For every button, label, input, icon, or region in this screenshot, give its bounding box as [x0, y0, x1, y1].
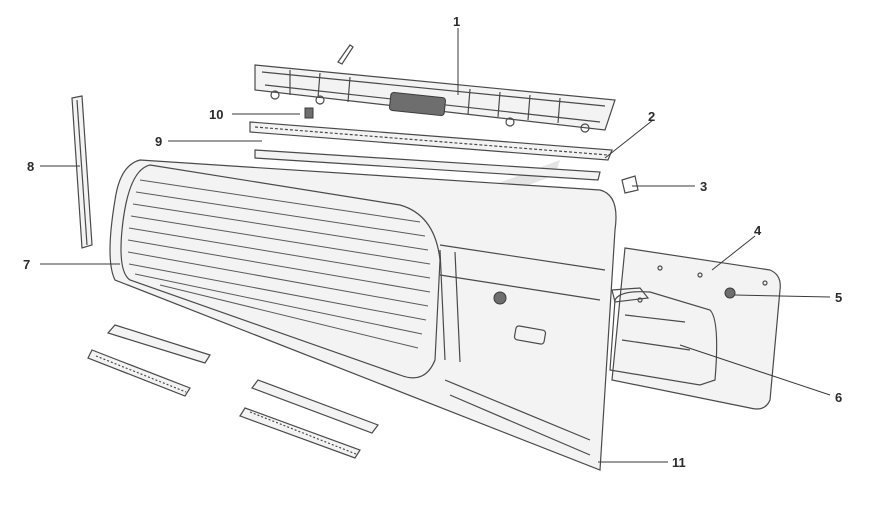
callout-6: 6 — [835, 390, 842, 405]
leader-6 — [679, 344, 831, 396]
callout-3: 3 — [700, 179, 707, 194]
leader-2 — [604, 119, 654, 159]
header-rail-part — [254, 44, 616, 133]
rear-glass-part — [120, 164, 441, 379]
callout-10: 10 — [209, 107, 223, 122]
callout-1: 1 — [453, 14, 460, 29]
callout-2: 2 — [648, 109, 655, 124]
leader-5 — [734, 294, 831, 298]
callout-labels: 1 2 3 4 5 6 7 8 9 10 11 — [23, 14, 842, 470]
callout-9: 9 — [155, 134, 162, 149]
callout-7: 7 — [23, 257, 30, 272]
callout-8: 8 — [27, 159, 34, 174]
upper-seal-strips — [249, 121, 613, 181]
lower-trim-strips — [87, 324, 379, 459]
leader-lines — [40, 28, 831, 463]
callout-4: 4 — [754, 223, 762, 238]
clip-part — [621, 175, 639, 194]
callout-5: 5 — [835, 290, 842, 305]
screw-part — [304, 107, 314, 119]
side-seal-strip — [71, 95, 93, 249]
side-inner-panel — [609, 247, 781, 410]
leader-4 — [711, 235, 756, 271]
callout-11: 11 — [672, 455, 686, 470]
